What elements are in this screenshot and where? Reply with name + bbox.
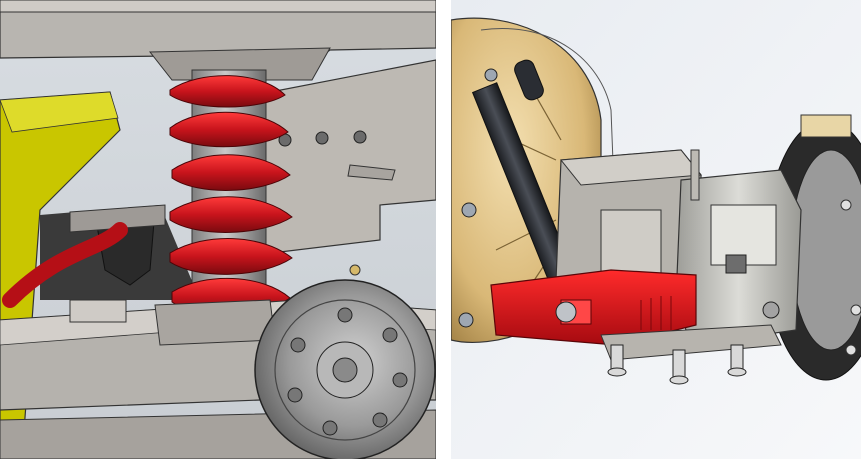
hub-nut — [332, 357, 358, 383]
right-panel-brake — [451, 0, 861, 459]
red-control-arm — [490, 269, 697, 346]
left-panel-suspension: 2400 — [0, 0, 436, 459]
caliper-window — [725, 254, 747, 274]
yellow-bracket-top — [0, 91, 119, 133]
frame-top-rail — [0, 0, 436, 13]
brake-render — [451, 0, 861, 459]
lug-bolts — [287, 307, 408, 436]
spring-coil — [169, 238, 293, 275]
spring-seat — [154, 299, 276, 346]
suspension-render: 2400 — [0, 0, 436, 459]
spring-coil — [169, 111, 289, 148]
arm-bolt — [555, 301, 577, 323]
housing-block — [600, 209, 662, 281]
upper-bushing — [800, 114, 852, 138]
arm-bushing — [69, 299, 127, 323]
mounting-studs — [607, 344, 747, 385]
bracket-tab — [690, 149, 700, 201]
frame-hole — [315, 131, 329, 145]
hub-bolts — [458, 68, 498, 328]
caliper-bolt — [762, 301, 780, 319]
hub-ring — [274, 299, 416, 441]
disc-bolts — [840, 199, 861, 356]
grease-fitting — [349, 264, 361, 276]
frame-hole — [353, 130, 367, 144]
lower-plate — [600, 324, 782, 361]
lower-mount-block — [69, 204, 166, 233]
spring-coil — [169, 75, 286, 108]
arm-ribs — [640, 296, 672, 330]
spring-coil — [171, 154, 291, 191]
spring-coil — [169, 196, 293, 233]
panel-gap — [436, 0, 451, 459]
shock-eye-top — [514, 59, 544, 101]
red-cable — [2, 222, 128, 308]
housing-top — [560, 149, 702, 186]
frame-tab — [347, 164, 396, 181]
